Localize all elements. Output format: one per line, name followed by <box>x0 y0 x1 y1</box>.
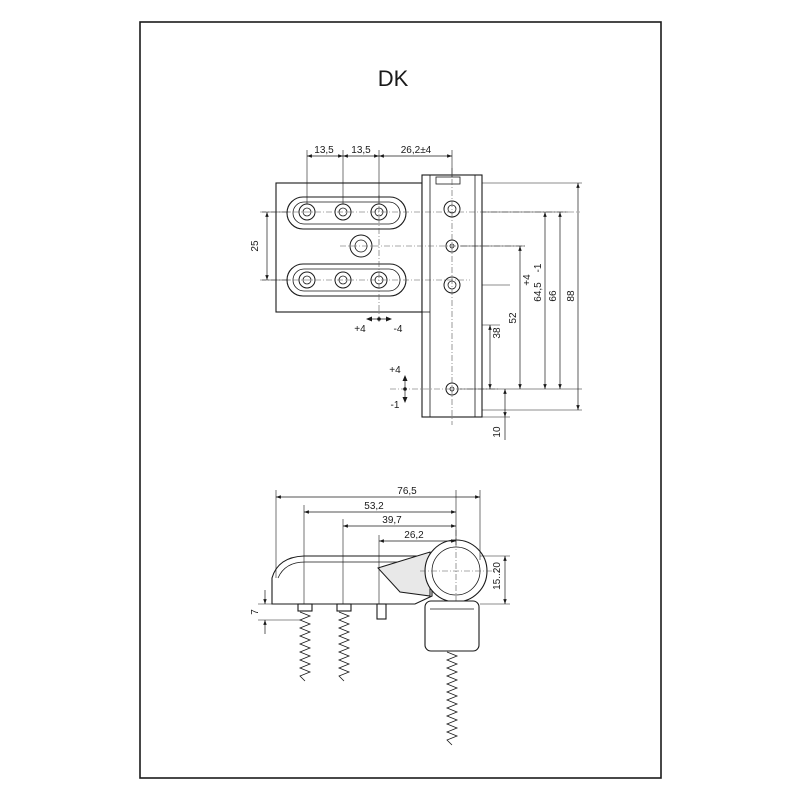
dim-13-5-b: 13,5 <box>351 145 371 156</box>
dim-76-5: 76,5 <box>397 486 417 497</box>
dim-64-5-lower-tol: -1 <box>533 263 544 272</box>
hinge-sleeve <box>424 600 480 652</box>
top-view: 13,5 13,5 26,2±4 25 +4 -4 +4 -1 10 <box>250 145 582 440</box>
dim-53-2: 53,2 <box>364 501 384 512</box>
adjust-plus-4-horizontal: +4 <box>354 324 366 335</box>
dim-64-5-upper-tol: +4 <box>522 274 533 286</box>
dim-26-2: 26,2 <box>404 530 424 541</box>
dim-52: 52 <box>508 312 519 324</box>
side-view: 76,5 53,2 39,7 26,2 15..20 7 <box>250 486 510 746</box>
adjust-minus-1-vertical: -1 <box>391 400 400 411</box>
center-pin-hole <box>349 234 373 258</box>
dim-15-20: 15..20 <box>492 562 503 590</box>
drawing-title: DK <box>378 66 409 91</box>
dim-10: 10 <box>492 426 503 438</box>
alignment-pin <box>376 603 387 620</box>
dim-88: 88 <box>566 290 577 302</box>
dim-39-7: 39,7 <box>382 515 402 526</box>
dim-13-5-a: 13,5 <box>314 145 334 156</box>
dim-64-5: 64,5 <box>533 282 544 302</box>
dim-66: 66 <box>548 290 559 302</box>
drawing-frame <box>139 21 662 779</box>
adjust-minus-4-horizontal: -4 <box>394 324 403 335</box>
dim-26-2-tolerance: 26,2±4 <box>401 145 432 156</box>
screws <box>297 603 459 746</box>
dim-38: 38 <box>492 327 503 339</box>
dim-7: 7 <box>250 609 261 615</box>
dim-25: 25 <box>250 240 261 252</box>
adjust-plus-4-vertical: +4 <box>389 365 401 376</box>
